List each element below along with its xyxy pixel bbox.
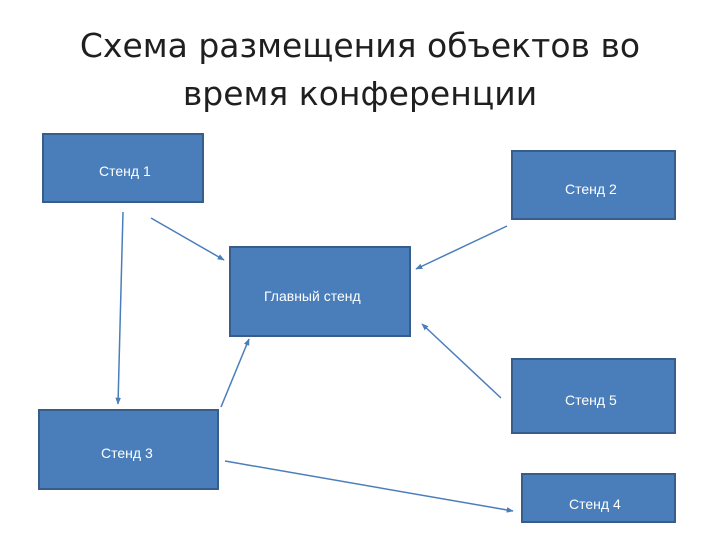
main-stand-box: Главный стенд [229,246,411,337]
stand-4-box: Стенд 4 [521,473,676,523]
arrow-stand2-to-main [415,225,508,270]
stand-5-label: Стенд 5 [565,392,617,408]
main-stand-label: Главный стенд [264,288,361,304]
title-line-2: время конференции [182,74,538,113]
arrow-stand1-to-stand3 [115,211,124,405]
arrow-stand3-to-main [220,338,250,408]
stand-1-label: Стенд 1 [99,163,151,179]
arrow-stand3-to-stand4 [224,460,514,513]
diagram-title: Схема размещения объектов во время конфе… [60,22,660,118]
stand-5-box: Стенд 5 [511,358,676,434]
stand-4-label: Стенд 4 [569,496,621,512]
stand-3-label: Стенд 3 [101,445,153,461]
title-line-1: Схема размещения объектов во [79,26,641,65]
stand-2-label: Стенд 2 [565,181,617,197]
arrow-stand5-to-main [421,323,502,399]
stand-2-box: Стенд 2 [511,150,676,220]
arrow-stand1-to-main [150,217,225,261]
stand-1-box: Стенд 1 [42,133,204,203]
stand-3-box: Стенд 3 [38,409,219,490]
